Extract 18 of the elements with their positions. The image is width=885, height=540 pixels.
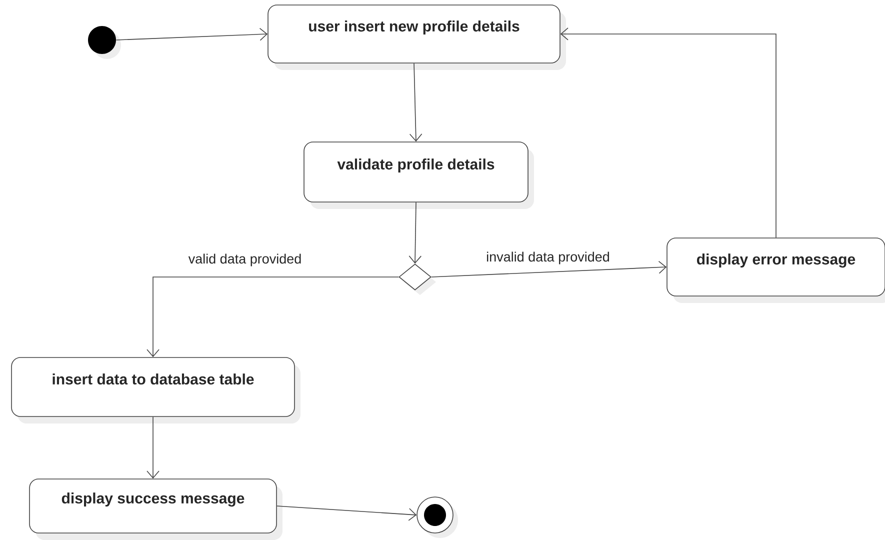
final-node — [416, 496, 458, 538]
action-box: insert data to database table — [11, 357, 300, 424]
arrow — [431, 260, 667, 278]
arrow — [116, 28, 268, 41]
arrow — [146, 276, 399, 358]
action-box: user insert new profile details — [268, 4, 566, 70]
action-box: display error message — [666, 238, 885, 303]
action-box: validate profile details — [304, 142, 534, 209]
decision-diamond — [398, 264, 436, 295]
edge-label: valid data provided — [187, 252, 303, 268]
arrow — [146, 416, 160, 479]
arrow — [276, 506, 417, 521]
edge-label: invalid data provided — [485, 250, 611, 266]
initial-node — [88, 26, 121, 59]
arrow — [408, 202, 422, 264]
arrow — [409, 63, 422, 142]
action-box: display success message — [29, 478, 282, 540]
arrow — [560, 28, 776, 238]
